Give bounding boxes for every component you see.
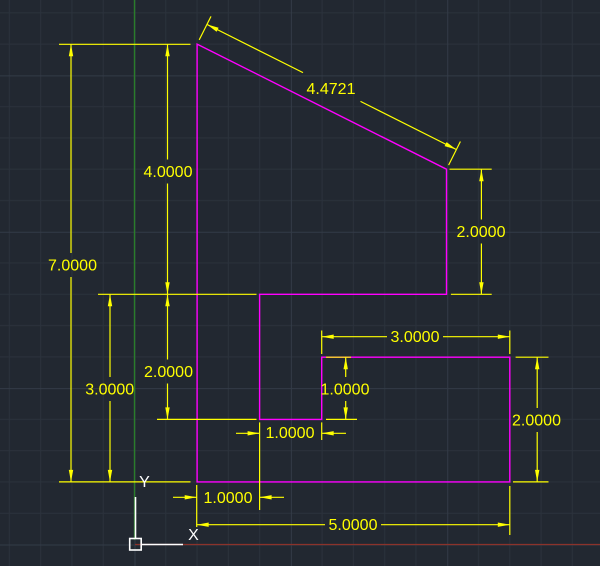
arrowhead-icon	[321, 334, 334, 339]
arrowhead-icon	[247, 431, 260, 436]
arrowhead-icon	[497, 334, 510, 339]
dim-label[interactable]: 1.0000	[321, 382, 370, 399]
dimension-upper-height[interactable]: 4.0000	[144, 44, 193, 295]
dim-label[interactable]: 4.4721	[307, 81, 356, 98]
dim-label[interactable]: 4.0000	[144, 164, 193, 181]
dimension-notch-width[interactable]: 1.0000	[236, 425, 346, 442]
ucs-icon: Y X	[128, 474, 199, 551]
dimension-step-height[interactable]: 2.0000	[144, 294, 193, 420]
arrowhead-icon	[206, 24, 219, 32]
extension-line[interactable]	[198, 16, 212, 41]
arrowhead-icon	[68, 469, 74, 482]
dimension-rect-top-width[interactable]: 3.0000	[321, 329, 510, 346]
arrowhead-icon	[535, 469, 540, 482]
dim-label[interactable]: 1.0000	[266, 425, 315, 442]
arrowhead-icon	[321, 431, 334, 436]
dim-label[interactable]: 3.0000	[391, 329, 440, 346]
arrowhead-icon	[479, 169, 484, 182]
dimension-right-upper-height[interactable]: 2.0000	[457, 169, 506, 295]
arrowhead-icon	[196, 522, 209, 527]
arrowhead-icon	[184, 495, 197, 500]
shape-outline[interactable]	[196, 42, 511, 483]
arrowhead-icon	[107, 469, 113, 482]
dimension-notch-height[interactable]: 1.0000	[321, 357, 370, 420]
arrowhead-icon	[165, 294, 170, 307]
dim-label[interactable]: 2.0000	[144, 364, 193, 381]
arrowhead-icon	[165, 407, 170, 420]
arrowhead-icon	[497, 522, 510, 527]
arrowhead-icon	[107, 294, 113, 307]
dim-label[interactable]: 1.0000	[204, 490, 253, 507]
arrowhead-icon	[444, 142, 457, 150]
dim-label[interactable]: 2.0000	[512, 413, 561, 430]
dimension-slant-aligned[interactable]: 4.4721	[206, 23, 457, 151]
dim-label[interactable]: 2.0000	[457, 224, 506, 241]
dimension-lower-left-height[interactable]: 3.0000	[85, 294, 134, 482]
dimension-bottom-left-width[interactable]: 1.0000	[173, 490, 284, 507]
ucs-y-label: Y	[139, 474, 150, 491]
dim-label[interactable]: 7.0000	[48, 258, 97, 275]
ucs-origin-box	[128, 537, 142, 551]
arrowhead-icon	[165, 44, 170, 57]
arrowhead-icon	[68, 44, 74, 57]
arrowhead-icon	[343, 357, 348, 370]
arrowhead-icon	[165, 282, 170, 295]
dimension-rect-right-height[interactable]: 2.0000	[512, 357, 561, 482]
dim-label[interactable]: 3.0000	[85, 382, 134, 399]
dim-line[interactable]	[206, 23, 304, 74]
dim-label[interactable]: 5.0000	[329, 517, 378, 534]
dim-line[interactable]	[360, 100, 457, 151]
arrowhead-icon	[259, 495, 272, 500]
arrowhead-icon	[479, 282, 484, 295]
dimension-overall-width[interactable]: 5.0000	[196, 517, 510, 534]
arrowhead-icon	[343, 407, 348, 420]
extension-lines[interactable]	[59, 16, 549, 535]
dimension-overall-height[interactable]: 7.0000	[48, 44, 97, 482]
ucs-x-label: X	[188, 527, 199, 544]
extension-line[interactable]	[448, 141, 461, 166]
arrowhead-icon	[535, 357, 540, 370]
